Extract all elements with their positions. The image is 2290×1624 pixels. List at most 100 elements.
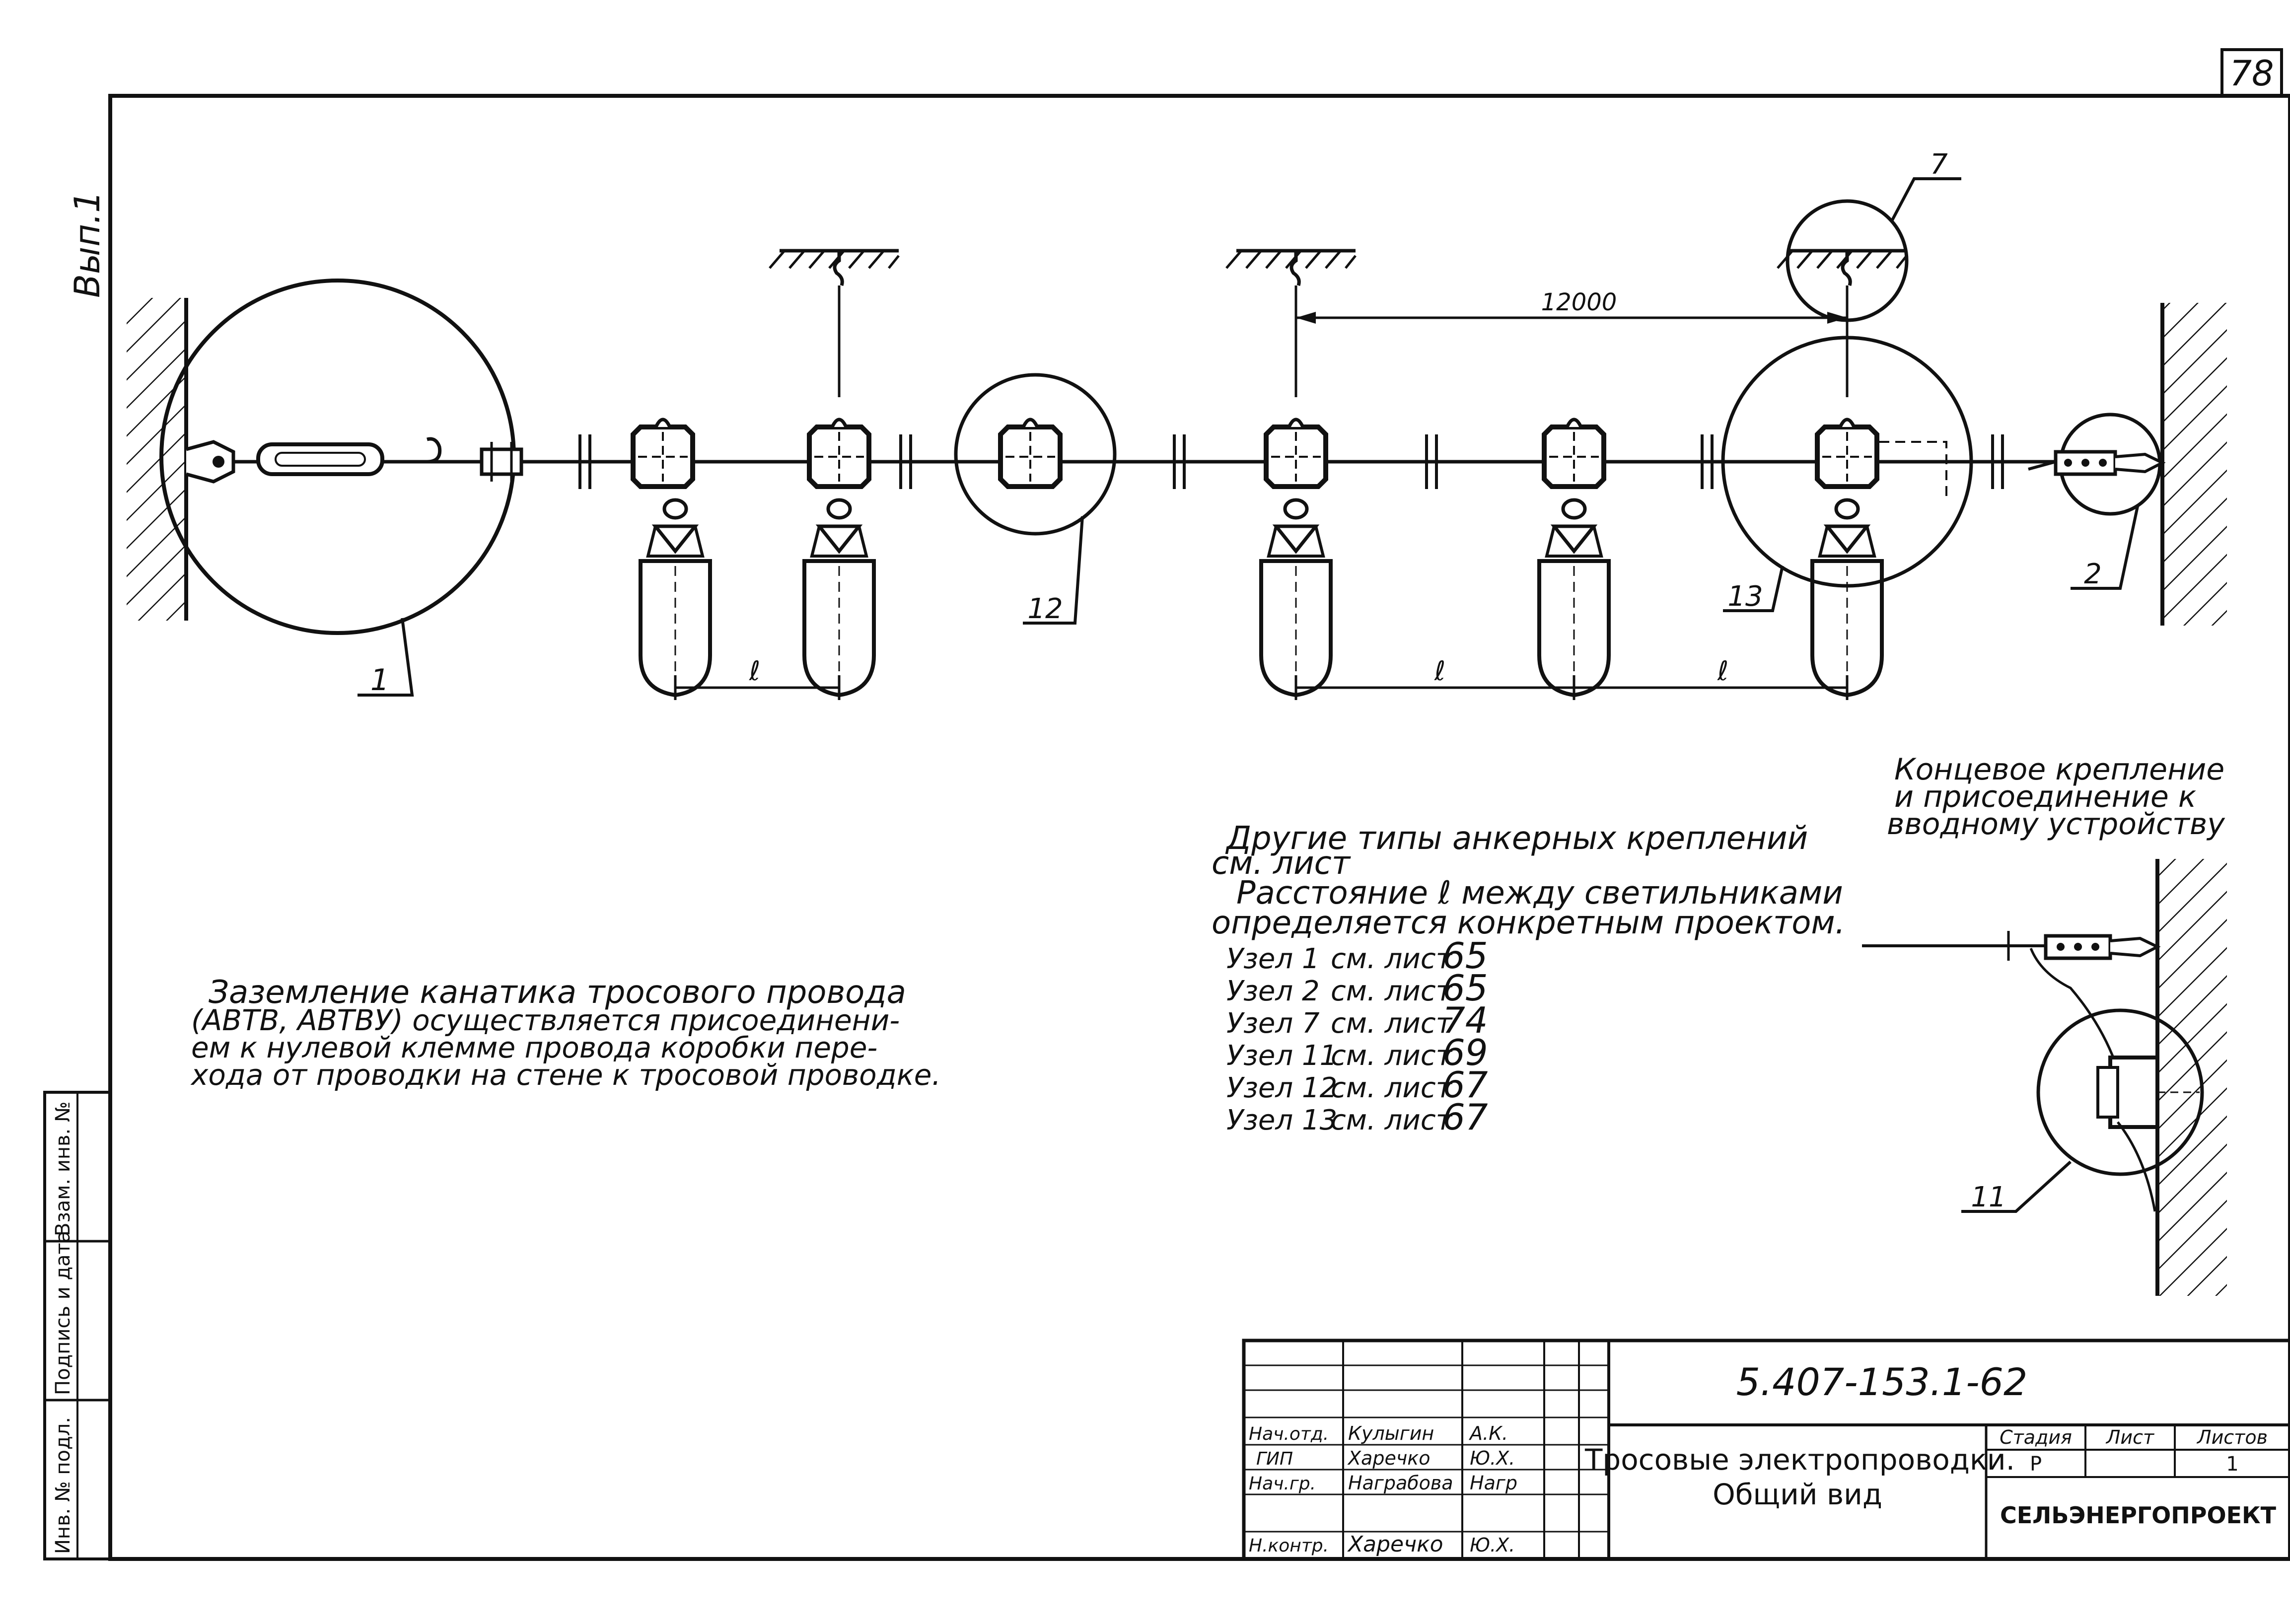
- node-label: Узел 1: [1226, 943, 1320, 975]
- signature-role: Н.контр.: [1249, 1536, 1329, 1556]
- right-wall-top: [2160, 303, 2227, 626]
- end-detail-caption: вводному устройству: [1887, 807, 2225, 842]
- grounding-note-line: (АВТВ, АВТВУ) осуществляется присоединен…: [191, 1003, 900, 1037]
- sheet-header: Лист: [2105, 1426, 2155, 1448]
- node-sheet: 65: [1442, 967, 1488, 1009]
- signature-name: Харечко: [1347, 1532, 1443, 1557]
- title-block: 5.407-153.1-62 Тросовые электропроводки.…: [1242, 1339, 2290, 1561]
- node-sheet: 69: [1442, 1032, 1488, 1073]
- signature-role: ГИП: [1256, 1449, 1293, 1469]
- node-label: Узел 7: [1226, 1007, 1320, 1040]
- node-ref: см. лист: [1331, 1007, 1453, 1040]
- lamp-fixture: [1812, 500, 1882, 695]
- side-stamp-label: Подпись и дата: [52, 1231, 74, 1395]
- node-ref: см. лист: [1331, 1104, 1453, 1136]
- lamp-fixture: [804, 500, 874, 695]
- signature-name: Харечко: [1347, 1447, 1430, 1469]
- svg-text:12: 12: [1027, 593, 1063, 625]
- node-circle-12: [954, 373, 1117, 536]
- spacing-label: ℓ: [1434, 655, 1445, 687]
- junction-box: [809, 420, 869, 487]
- node-label: Узел 11: [1226, 1040, 1337, 1072]
- end-fastening-detail: [1862, 931, 2204, 1212]
- sheets-header: Листов: [2196, 1426, 2268, 1448]
- leader-12: 12: [1023, 516, 1084, 625]
- signature-role: Нач.гр.: [1249, 1474, 1316, 1494]
- svg-text:1: 1: [370, 663, 389, 698]
- grounding-note-line: Заземление канатика тросового провода: [209, 974, 906, 1011]
- anchor-note-line: Расстояние ℓ между светильниками: [1236, 875, 1843, 912]
- node-sheet: 67: [1442, 1096, 1488, 1138]
- node-reference-list: Узел 1 см. лист 65 Узел 2 см. лист 65 Уз…: [1226, 935, 1488, 1138]
- lamp-fixture: [1261, 500, 1331, 695]
- sheets-value: 1: [2226, 1453, 2238, 1476]
- page-number: 78: [2229, 53, 2274, 94]
- grounding-note-line: ем к нулевой клемме провода коробки пере…: [191, 1031, 877, 1064]
- document-code: 5.407-153.1-62: [1736, 1360, 2028, 1404]
- leader-7: 7: [1890, 148, 1961, 222]
- spacing-dimensions: ℓ ℓ ℓ: [674, 655, 1849, 700]
- leader-13: 13: [1723, 565, 1784, 613]
- svg-text:11: 11: [1971, 1181, 2006, 1213]
- svg-text:7: 7: [1930, 148, 1948, 181]
- junction-box: [1266, 420, 1326, 487]
- left-wall: [127, 298, 188, 621]
- stage-header: Стадия: [2000, 1426, 2072, 1448]
- node-sheet: 74: [1442, 999, 1488, 1041]
- node-ref: см. лист: [1331, 1040, 1453, 1072]
- issue-label: Вып.1: [67, 191, 108, 298]
- sheet-frame: [108, 94, 2290, 1561]
- right-anchor-assembly: [2028, 413, 2166, 516]
- document-subtitle: Общий вид: [1713, 1478, 1882, 1511]
- side-stamp-label: Взам. инв. №: [52, 1101, 74, 1236]
- ceiling-support: [1226, 251, 1356, 285]
- leader-11: 11: [1961, 1160, 2072, 1213]
- signature-name: Кулыгин: [1348, 1422, 1434, 1444]
- junction-box: [1817, 420, 1877, 487]
- junction-box: [1544, 420, 1604, 487]
- ceiling-support: [770, 251, 899, 285]
- page-number-box: [2220, 48, 2283, 97]
- signature-role: Нач.отд.: [1249, 1424, 1329, 1444]
- node-ref: см. лист: [1331, 975, 1453, 1007]
- document-title: Тросовые электропроводки.: [1584, 1443, 2015, 1477]
- junction-box: [633, 420, 693, 487]
- node-sheet: 67: [1442, 1064, 1488, 1106]
- end-detail-caption: Концевое крепление: [1894, 752, 2224, 787]
- ceiling-support: [1778, 251, 1907, 285]
- node-circle-13: [1721, 336, 1973, 588]
- anchor-note-line: см. лист: [1212, 845, 1351, 882]
- organization-name: СЕЛЬЭНЕРГОПРОЕКТ: [2000, 1502, 2277, 1529]
- signature-mark: Ю.Х.: [1470, 1534, 1515, 1556]
- right-wall-detail: [2155, 859, 2227, 1296]
- junction-box: [1001, 420, 1060, 487]
- anchor-note-line: определяется конкретным проектом.: [1212, 905, 1845, 941]
- node-ref: см. лист: [1331, 943, 1453, 975]
- side-stamp: Инв. № подл. Подпись и дата Взам. инв. №: [43, 1091, 112, 1560]
- side-stamp-label: Инв. № подл.: [52, 1417, 74, 1554]
- svg-text:13: 13: [1727, 580, 1763, 613]
- spacing-label: ℓ: [1717, 655, 1728, 687]
- lamp-fixture: [1539, 500, 1609, 695]
- left-anchor-assembly: [159, 279, 523, 635]
- end-detail-caption: и присоединение к: [1894, 779, 2196, 814]
- lamp-fixture: [641, 500, 710, 695]
- signature-name: Награбова: [1348, 1472, 1453, 1494]
- leader-2: 2: [2071, 506, 2139, 590]
- node-circle-7: [1786, 199, 1909, 322]
- dimension-12000: 12000: [1296, 288, 1847, 324]
- node-label: Узел 2: [1226, 975, 1320, 1007]
- signature-mark: А.К.: [1468, 1422, 1508, 1444]
- svg-text:2: 2: [2084, 558, 2102, 590]
- cable-break-marks: [578, 434, 2004, 489]
- leader-1: 1: [358, 618, 414, 698]
- spacing-label: ℓ: [749, 655, 760, 687]
- stage-value: Р: [2030, 1453, 2042, 1476]
- node-sheet: 65: [1442, 935, 1488, 977]
- signature-mark: Ю.Х.: [1470, 1447, 1515, 1469]
- dimension-12000-label: 12000: [1541, 288, 1617, 316]
- node-ref: см. лист: [1331, 1072, 1453, 1104]
- anchor-note-line: Другие типы анкерных креплений: [1225, 820, 1808, 857]
- node-label: Узел 12: [1226, 1072, 1337, 1104]
